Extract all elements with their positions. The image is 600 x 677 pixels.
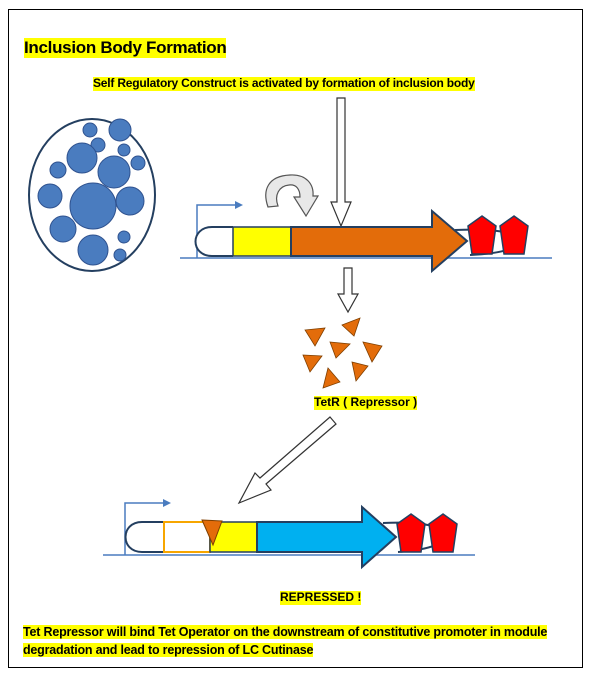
expression-arrow xyxy=(336,267,360,314)
bound-tetr-triangle xyxy=(201,519,223,547)
terminator-pentagon xyxy=(467,215,497,255)
inclusion-body xyxy=(49,161,67,179)
construct-caption: Self Regulatory Construct is activated b… xyxy=(93,76,475,91)
figure-frame xyxy=(8,9,583,668)
cutinase-gene-arrow xyxy=(256,504,398,570)
terminator-pentagon xyxy=(499,215,529,255)
inclusion-body xyxy=(77,234,109,266)
tetr-triangle xyxy=(362,341,383,363)
inclusion-body xyxy=(113,248,127,262)
tetr-triangle xyxy=(302,354,323,373)
empty-promoter-box xyxy=(163,521,211,553)
plasmid-loop xyxy=(194,226,233,257)
inclusion-body xyxy=(117,143,131,157)
tetr-triangle xyxy=(341,317,361,337)
tetr-repressors xyxy=(302,317,383,389)
inclusion-body xyxy=(97,155,131,189)
tetr-gene-arrow xyxy=(290,208,469,274)
repressed-label: REPRESSED ! xyxy=(280,590,362,605)
repressor-label: TetR ( Repressor ) xyxy=(314,395,418,410)
inclusion-body xyxy=(82,122,98,138)
plasmid-loop xyxy=(124,521,164,553)
tetr-triangle xyxy=(329,341,351,359)
terminator-pentagon xyxy=(428,513,458,553)
inclusion-body xyxy=(90,137,106,153)
activation-arrow xyxy=(330,97,352,228)
binding-arrow xyxy=(237,416,337,505)
description-line-2: degradation and lead to repression of LC… xyxy=(23,643,314,658)
inclusion-body xyxy=(115,186,145,216)
cell-with-inclusion-bodies xyxy=(28,118,156,272)
description-line-1: Tet Repressor will bind Tet Operator on … xyxy=(23,625,548,640)
inclusion-body xyxy=(37,183,63,209)
operator-box xyxy=(232,226,292,257)
inclusion-body xyxy=(117,230,131,244)
inclusion-body xyxy=(66,142,98,174)
terminator-pentagon xyxy=(396,513,426,553)
inclusion-body xyxy=(49,215,77,243)
tetr-triangle xyxy=(322,367,341,389)
inclusion-bodies xyxy=(37,118,146,266)
construct-active xyxy=(180,201,552,274)
figure-title: Inclusion Body Formation xyxy=(24,38,227,58)
inclusion-body xyxy=(69,182,117,230)
tetr-triangle xyxy=(304,327,326,347)
construct-repressed xyxy=(103,499,475,570)
inclusion-body xyxy=(130,155,146,171)
tetr-triangle xyxy=(351,361,369,382)
inclusion-body xyxy=(108,118,132,142)
circular-arrow xyxy=(265,174,320,218)
